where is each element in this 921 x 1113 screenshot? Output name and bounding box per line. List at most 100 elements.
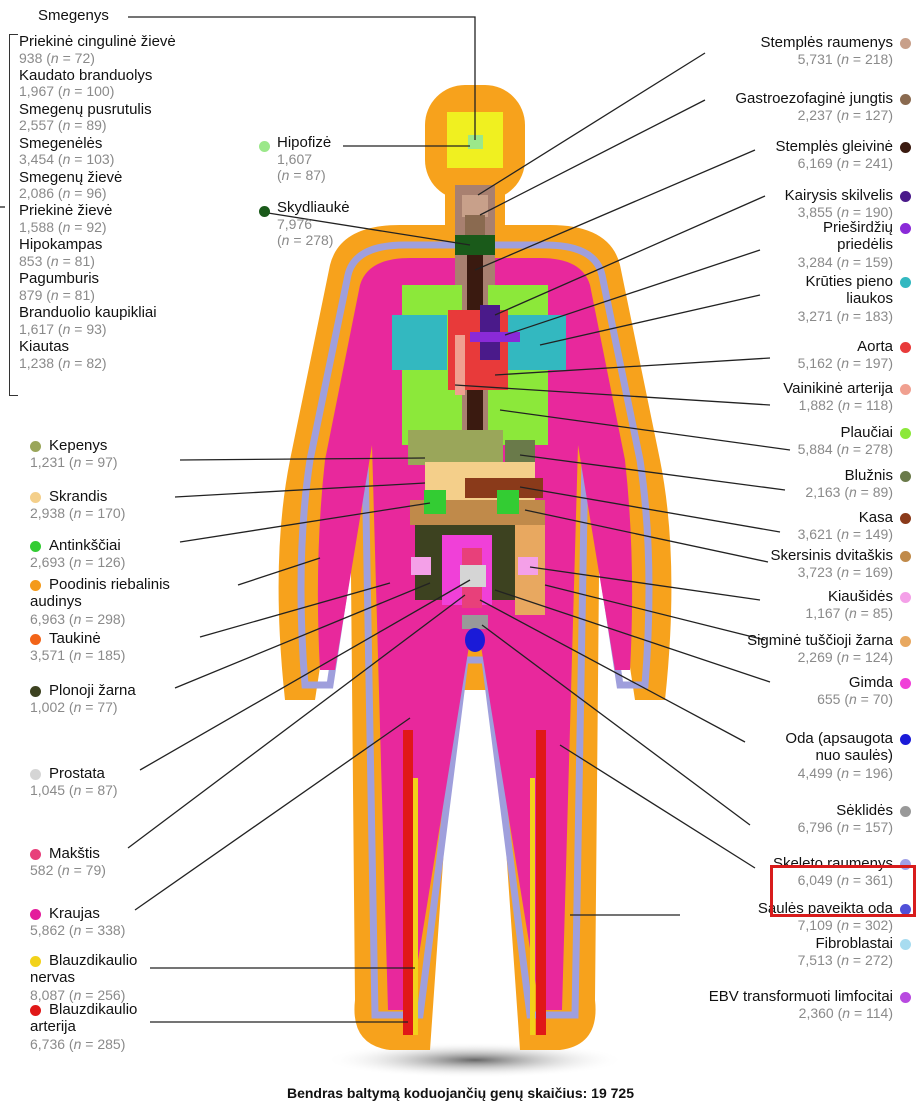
left-tissue-label: Skrandis2,938 (n = 170) [49, 488, 125, 521]
right-tissue-count: 655 (n = 70) [817, 691, 893, 707]
ovary-left [411, 557, 431, 575]
left-tissue-dot [30, 541, 41, 552]
right-tissue-name-line2: nuo saulės) [785, 747, 893, 764]
right-tissue-label: Sigminė tuščioji žarna2,269 (n = 124) [747, 632, 893, 665]
brain-region-count: 1,617 (n = 93) [19, 322, 176, 337]
brain-region-count: 853 (n = 81) [19, 254, 176, 269]
right-tissue-count: 3,621 (n = 149) [798, 526, 893, 542]
left-tissue-name: Plonoji žarna [49, 682, 136, 699]
right-tissue-dot [900, 471, 911, 482]
right-tissue-count: 3,855 (n = 190) [785, 204, 893, 220]
left-tissue-name: Antinkščiai [49, 537, 125, 554]
brain-region-item: Smegenų pusrutulis2,557 (n = 89) [19, 102, 176, 134]
right-tissue-label: Kasa3,621 (n = 149) [798, 509, 893, 542]
brain-region-name: Branduolio kaupikliai [19, 305, 176, 322]
right-tissue-label: Gastroezofaginė jungtis2,237 (n = 127) [735, 90, 893, 123]
left-tissue-count: 2,693 (n = 126) [30, 554, 125, 570]
right-tissue-name: Prieširdžių [798, 219, 893, 236]
right-tissue-dot [900, 551, 911, 562]
brain-region-count: 879 (n = 81) [19, 288, 176, 303]
left-tissue-name: Makštis [49, 845, 106, 862]
brain-region-count: 1,588 (n = 92) [19, 220, 176, 235]
left-tissue-name: Poodinis riebalinis [49, 576, 170, 593]
right-tissue-name: Vainikinė arterija [783, 380, 893, 397]
left-tissue-count: 1,231 (n = 97) [30, 454, 118, 470]
left-tissue-dot [30, 492, 41, 503]
right-tissue-dot [900, 636, 911, 647]
brain-region-item: Smegenėlės3,454 (n = 103) [19, 136, 176, 168]
right-tissue-label: Plaučiai5,884 (n = 278) [798, 424, 893, 457]
left-tissue-dot [30, 1005, 41, 1016]
floor-shadow [325, 1042, 625, 1078]
left-tissue-name: Taukinė [49, 630, 125, 647]
right-tissue-name: Kasa [798, 509, 893, 526]
left-tissue-dot [30, 686, 41, 697]
brain-region-name: Smegenų pusrutulis [19, 102, 176, 119]
left-tissue-dot [30, 909, 41, 920]
right-tissue-name: Sėklidės [798, 802, 893, 819]
left-tissue-label: Poodinis riebalinisaudinys6,963 (n = 298… [49, 576, 170, 627]
right-tissue-count: 5,731 (n = 218) [760, 51, 893, 67]
right-tissue-dot [900, 223, 911, 234]
left-tissue-name: Blauzdikaulio [49, 952, 137, 969]
atrial-appendage [470, 332, 520, 342]
left-tissue-label: Blauzdikaulioarterija6,736 (n = 285) [49, 1001, 137, 1052]
right-tissue-count: 7,109 (n = 302) [758, 917, 893, 933]
brain-title: Smegenys [38, 7, 109, 24]
left-tissue-dot [30, 441, 41, 452]
hipofize-count: 1,607 [277, 151, 331, 167]
right-tissue-count: 4,499 (n = 196) [785, 765, 893, 781]
tibial-nerve-right [530, 778, 535, 1035]
brain-region-count: 3,454 (n = 103) [19, 152, 176, 167]
right-tissue-count: 2,237 (n = 127) [735, 107, 893, 123]
right-tissue-label: Stemplės raumenys5,731 (n = 218) [760, 34, 893, 67]
left-tissue-count: 582 (n = 79) [30, 862, 106, 878]
left-tissue-dot [30, 769, 41, 780]
skin-unexposed [465, 628, 485, 652]
total-gene-count: Bendras baltymą koduojančių genų skaičiu… [0, 1085, 921, 1101]
brain-region-name: Hipokampas [19, 237, 176, 254]
right-tissue-name: Plaučiai [798, 424, 893, 441]
brain-region-count: 2,557 (n = 89) [19, 118, 176, 133]
adrenal-right [497, 490, 519, 514]
right-tissue-dot [900, 592, 911, 603]
right-tissue-count: 6,796 (n = 157) [798, 819, 893, 835]
right-tissue-count: 5,162 (n = 197) [798, 355, 893, 371]
right-tissue-name: Blužnis [805, 467, 893, 484]
right-tissue-name: Gimda [817, 674, 893, 691]
brain-region-count: 1,967 (n = 100) [19, 84, 176, 99]
liver [408, 430, 503, 465]
brain-region-name: Priekinė cingulinė žievė [19, 34, 176, 51]
right-tissue-name: EBV transformuoti limfocitai [709, 988, 893, 1005]
brain-region-name: Kiautas [19, 339, 176, 356]
skydliauke-n: (n = 278) [277, 232, 350, 248]
skydliauke-dot [259, 206, 270, 217]
left-tissue-count: 6,736 (n = 285) [30, 1036, 137, 1052]
right-tissue-dot [900, 806, 911, 817]
right-tissue-name: Oda (apsaugota [785, 730, 893, 747]
left-tissue-dot [30, 634, 41, 645]
right-tissue-count: 1,882 (n = 118) [783, 397, 893, 413]
left-tissue-count: 6,963 (n = 298) [30, 611, 170, 627]
left-tissue-count: 5,862 (n = 338) [30, 922, 125, 938]
skydliauke-label: Skydliaukė 7,976 (n = 278) [277, 199, 350, 248]
breast-right [508, 315, 566, 370]
right-tissue-name: Krūties pieno [798, 273, 893, 290]
hipofize-label: Hipofizė 1,607 (n = 87) [277, 134, 331, 183]
right-tissue-dot [900, 992, 911, 1003]
right-tissue-name-line2: priedėlis [798, 236, 893, 253]
right-tissue-dot [900, 513, 911, 524]
left-tissue-dot [30, 956, 41, 967]
right-tissue-count: 7,513 (n = 272) [798, 952, 893, 968]
adrenal-left [424, 490, 446, 514]
right-tissue-count: 2,269 (n = 124) [747, 649, 893, 665]
right-tissue-count: 3,723 (n = 169) [770, 564, 893, 580]
